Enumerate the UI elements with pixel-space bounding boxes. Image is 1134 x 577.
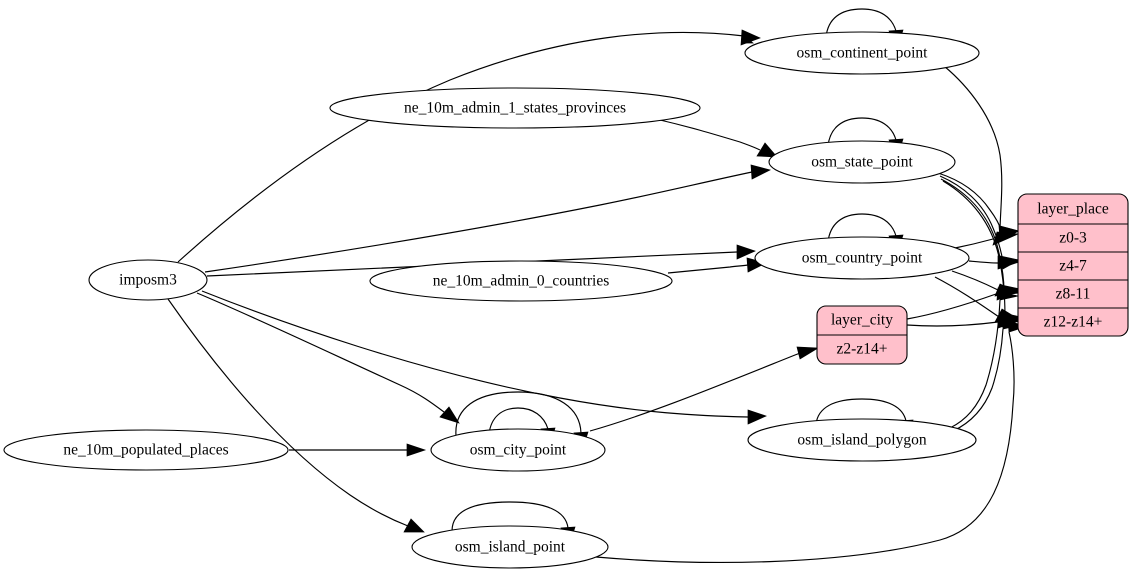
edge-imposm3-to-osm-state-point xyxy=(204,164,771,273)
edge-imposm3-to-osm-continent-point xyxy=(177,29,761,263)
edge-osm-country-point-to-layer-place-z12 xyxy=(934,276,1022,323)
node-ne-10m-admin-0-countries[interactable]: ne_10m_admin_0_countries xyxy=(369,260,673,302)
edge-ne-states-to-osm-state-point xyxy=(659,119,778,158)
node-osm-continent-point[interactable]: osm_continent_point xyxy=(744,31,980,75)
edge-imposm3-to-osm-island-polygon xyxy=(201,290,767,425)
node-osm-island-polygon[interactable]: osm_island_polygon xyxy=(747,418,977,462)
edge-osm-island-polygon-to-layer-place-z8-11 xyxy=(949,291,1019,429)
edge-osm-continent-point-to-layer-place-z0-3 xyxy=(943,65,1020,240)
node-osm-state-point[interactable]: osm_state_point xyxy=(768,140,956,184)
node-imposm3[interactable]: imposm3 xyxy=(88,259,208,301)
node-osm-island-point[interactable]: osm_island_point xyxy=(411,525,609,569)
edge-osm-country-point-to-layer-place-z4-7 xyxy=(968,255,1021,270)
node-osm-country-point[interactable]: osm_country_point xyxy=(754,236,970,280)
node-osm-city-point[interactable]: osm_city_point xyxy=(430,428,606,472)
edge-osm-country-point-to-layer-place-z0-3 xyxy=(954,231,1020,249)
edge-ne-populated-to-osm-city-point xyxy=(289,443,427,457)
node-layer-place[interactable]: layer_place z0-3 z4-7 z8-11 z12-z14+ xyxy=(1017,193,1129,337)
edge-imposm3-to-osm-city-point xyxy=(196,292,460,424)
node-layer: imposm3 ne_10m_admin_1_states_provinces … xyxy=(3,31,1129,569)
node-ne-10m-populated-places[interactable]: ne_10m_populated_places xyxy=(3,429,289,471)
edge-layer xyxy=(167,8,1027,564)
node-ne-10m-admin-1-states-provinces[interactable]: ne_10m_admin_1_states_provinces xyxy=(329,87,701,129)
edge-imposm3-to-osm-island-point xyxy=(167,298,425,533)
edge-ne-countries-to-osm-country-point xyxy=(667,257,767,274)
edge-osm-city-point-to-layer-city xyxy=(589,346,820,432)
node-layer-city[interactable]: layer_city z2-z14+ xyxy=(816,305,908,365)
edge-osm-island-point-to-layer-place-z12 xyxy=(595,319,1027,564)
edge-osm-state-point-to-layer-place-z0-3 xyxy=(937,172,1021,240)
